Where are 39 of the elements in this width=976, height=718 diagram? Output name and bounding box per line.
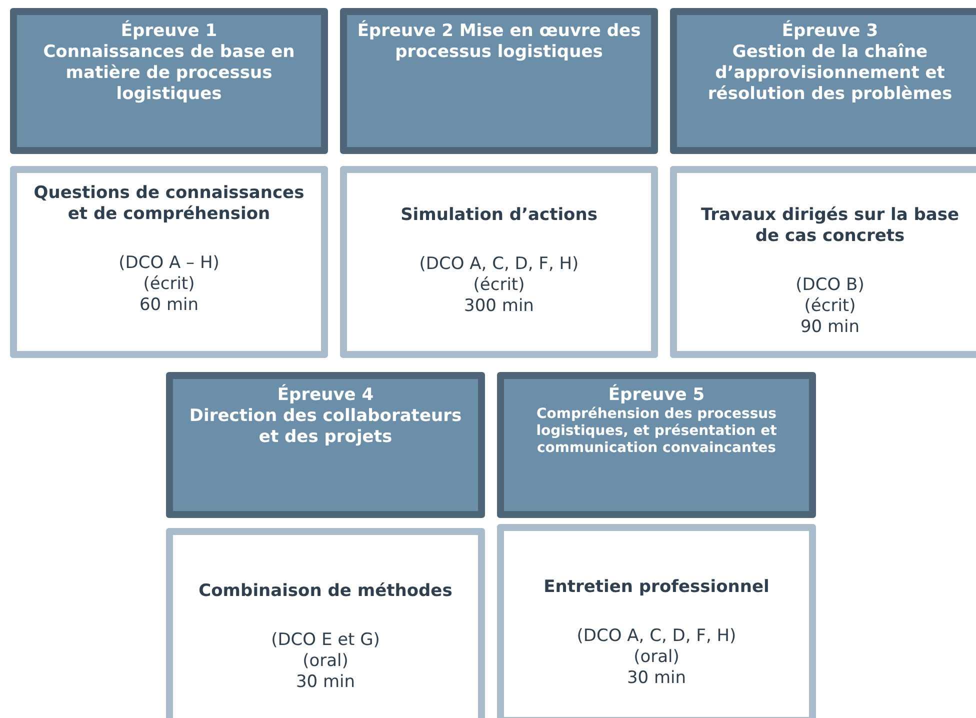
exam-header-box — [166, 372, 485, 518]
exam-detail-box — [670, 166, 976, 358]
exam-detail: 30 min — [626, 668, 686, 689]
exam-subject: Compréhension des processus logistiques, et présentation et communication convaincantes — [535, 406, 778, 457]
exam-title: Épreuve 5 — [608, 385, 705, 406]
exam-title: Épreuve 1 — [120, 21, 218, 42]
exam-detail-box — [10, 166, 328, 358]
exam-detail: 90 min — [800, 317, 860, 338]
exam-header-box — [340, 8, 658, 154]
exam-title: Épreuve 4 — [277, 385, 374, 406]
exam-detail: (DCO B) — [796, 275, 864, 296]
exam-detail: (écrit) — [473, 275, 525, 296]
exam-format: Questions de connaissances et de compréhension — [32, 183, 306, 225]
exam-header-box — [497, 372, 816, 518]
exam-title: Épreuve 2 Mise en œuvre des processus logistiques — [356, 21, 642, 63]
exam-detail: 60 min — [139, 295, 199, 316]
exam-detail: 30 min — [296, 672, 356, 693]
exam-subject: Direction des collaborateurs et des projets — [188, 406, 463, 448]
exam-subject: Gestion de la chaîne d’approvisionnement et résolution des problèmes — [706, 42, 954, 105]
exam-detail-box — [166, 528, 485, 718]
exam-detail: (oral) — [634, 647, 680, 668]
exam-title: Épreuve 3 — [782, 21, 878, 42]
exam-detail: (DCO A – H) — [118, 253, 220, 274]
exam-detail: 300 min — [464, 296, 534, 317]
exam-header-box — [10, 8, 328, 154]
exam-detail: (DCO A, C, D, F, H) — [576, 626, 736, 647]
exam-detail: (DCO A, C, D, F, H) — [419, 254, 579, 275]
exam-subject: Connaissances de base en matière de processus logistiques — [42, 42, 296, 105]
exam-header-box — [670, 8, 976, 154]
exam-format: Entretien professionnel — [544, 577, 770, 598]
exam-detail: (oral) — [302, 651, 348, 672]
exam-detail: (DCO E et G) — [271, 630, 380, 651]
exam-format: Combinaison de méthodes — [198, 581, 452, 602]
exam-detail-box — [497, 524, 816, 718]
exam-detail: (écrit) — [143, 274, 195, 295]
exam-detail: (écrit) — [804, 296, 856, 317]
exam-detail-box — [340, 166, 658, 358]
exam-format: Simulation d’actions — [400, 205, 598, 226]
exam-format: Travaux dirigés sur la base de cas concrets — [700, 205, 960, 247]
